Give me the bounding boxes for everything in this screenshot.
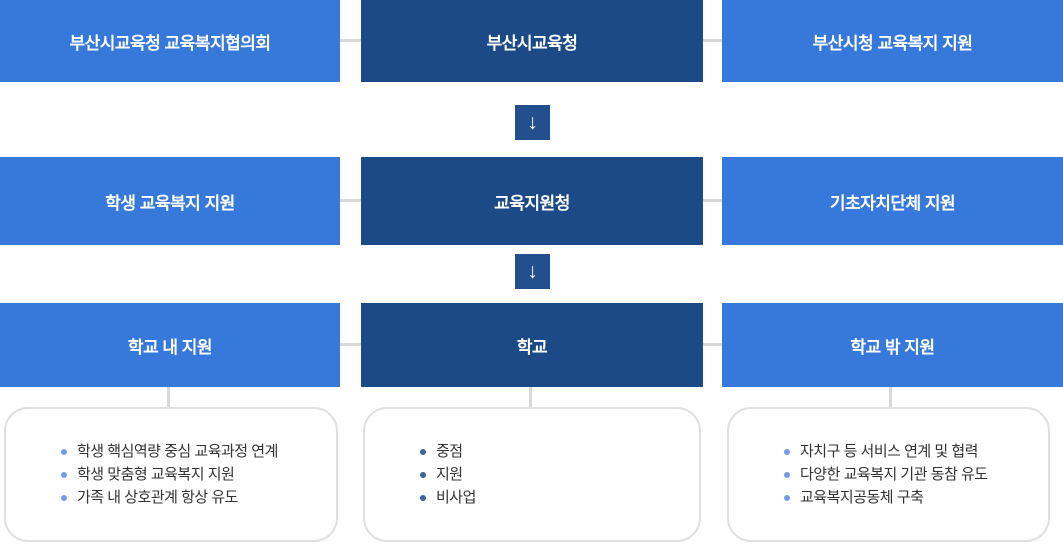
list-item-text: 다양한 교육복지 기관 동참 유도 (800, 465, 988, 483)
bullet-dot-icon (61, 494, 67, 501)
list-item-text: 자치구 등 서비스 연계 및 협력 (800, 442, 978, 460)
list-item: 다양한 교육복지 기관 동참 유도 (784, 465, 1048, 483)
list-item: 가족 내 상호관계 항상 유도 (61, 488, 336, 506)
connector-row2-right (696, 199, 730, 202)
drop-line-right (889, 386, 892, 408)
list-item-text: 교육복지공동체 구축 (800, 488, 924, 506)
list-item-text: 학생 핵심역량 중심 교육과정 연계 (77, 442, 278, 460)
list-item-text: 비사업 (436, 488, 476, 506)
box-city-hall-welfare-support: 부산시청 교육복지 지원 (722, 0, 1063, 82)
bullet-dot-icon (784, 494, 790, 501)
bullet-dot-icon (61, 471, 67, 478)
box-district-education-office: 교육지원청 (361, 157, 703, 245)
box-in-school-support: 학교 내 지원 (0, 303, 340, 387)
box-school: 학교 (361, 303, 703, 387)
bullet-list: 학생 핵심역량 중심 교육과정 연계 학생 맞춤형 교육복지 지원 가족 내 상… (61, 437, 336, 513)
down-arrow-icon: ↓ (515, 254, 550, 289)
box-city-education-office: 부산시교육청 (361, 0, 703, 82)
list-item: 교육복지공동체 구축 (784, 488, 1048, 506)
list-item-text: 중점 (436, 442, 463, 460)
bullet-dot-icon (420, 471, 426, 478)
bullet-dot-icon (61, 448, 67, 455)
bullet-dot-icon (784, 448, 790, 455)
list-item: 학생 핵심역량 중심 교육과정 연계 (61, 442, 336, 460)
box-out-of-school-support: 학교 밖 지원 (722, 303, 1063, 387)
box-local-government-support: 기초자치단체 지원 (722, 157, 1063, 245)
bullet-dot-icon (784, 471, 790, 478)
bullet-list: 중점 지원 비사업 (420, 437, 699, 513)
bullet-dot-icon (420, 448, 426, 455)
list-item-text: 학생 맞춤형 교육복지 지원 (77, 465, 235, 483)
connector-row1-left (334, 39, 368, 42)
box-education-welfare-council: 부산시교육청 교육복지협의회 (0, 0, 340, 82)
drop-line-center (529, 386, 532, 408)
connector-row3-right (696, 343, 730, 346)
card-in-school-details: 학생 핵심역량 중심 교육과정 연계 학생 맞춤형 교육복지 지원 가족 내 상… (4, 407, 338, 542)
list-item-text: 지원 (436, 465, 463, 483)
box-student-welfare-support: 학생 교육복지 지원 (0, 157, 340, 245)
list-item: 학생 맞춤형 교육복지 지원 (61, 465, 336, 483)
connector-row1-right (696, 39, 730, 42)
bullet-list: 자치구 등 서비스 연계 및 협력 다양한 교육복지 기관 동참 유도 교육복지… (784, 437, 1048, 513)
list-item: 비사업 (420, 488, 699, 506)
connector-row2-left (334, 199, 368, 202)
card-out-of-school-details: 자치구 등 서비스 연계 및 협력 다양한 교육복지 기관 동참 유도 교육복지… (727, 407, 1050, 542)
drop-line-left (167, 386, 170, 408)
list-item: 자치구 등 서비스 연계 및 협력 (784, 442, 1048, 460)
bullet-dot-icon (420, 494, 426, 501)
connector-row3-left (334, 343, 368, 346)
list-item-text: 가족 내 상호관계 항상 유도 (77, 488, 238, 506)
list-item: 중점 (420, 442, 699, 460)
list-item: 지원 (420, 465, 699, 483)
card-school-details: 중점 지원 비사업 (363, 407, 701, 542)
down-arrow-icon: ↓ (515, 105, 550, 140)
